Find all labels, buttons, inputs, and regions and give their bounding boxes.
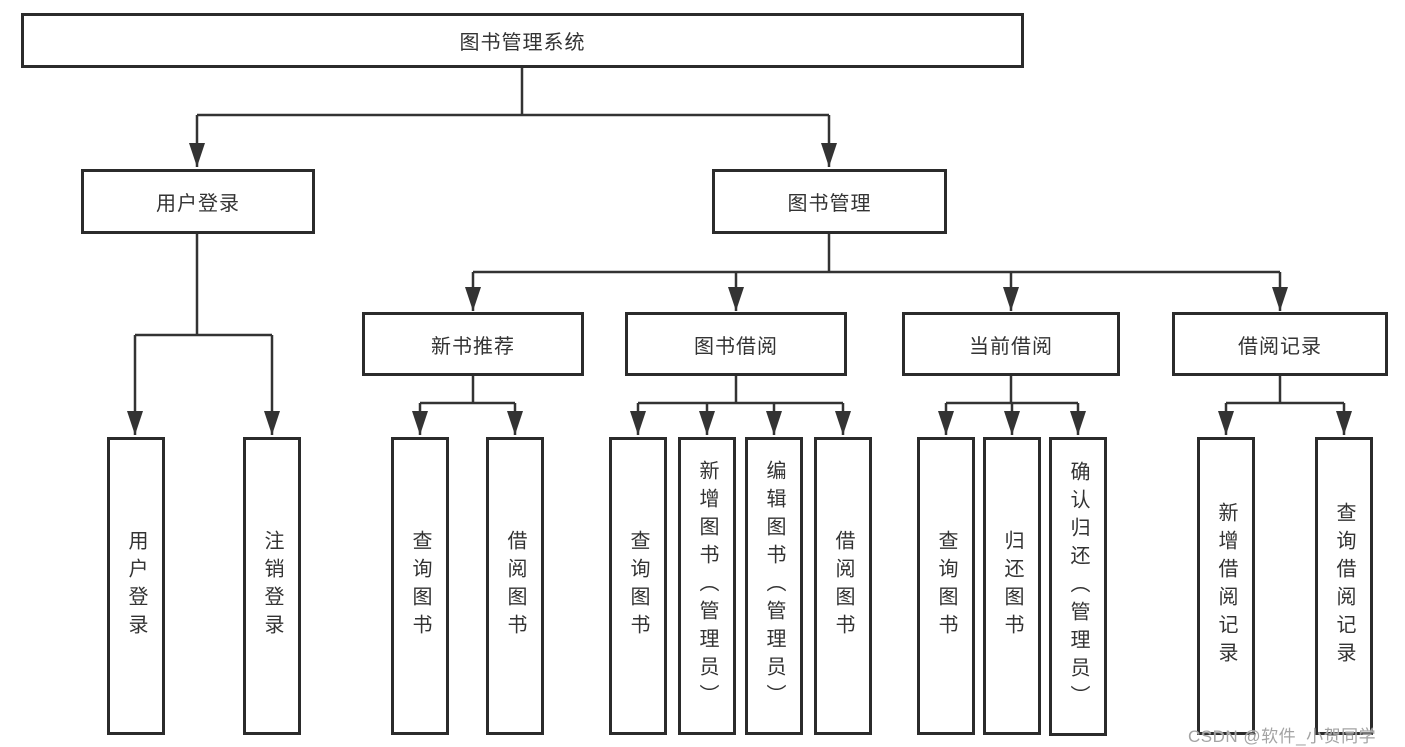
node-leaf-add-book-admin: 新增图书（管理员） [678,437,736,735]
node-leaf-borrow-book-1: 借阅图书 [486,437,544,735]
node-label: 确认归还（管理员） [1067,460,1089,713]
node-leaf-query-book-1: 查询图书 [391,437,449,735]
node-current-borrow: 当前借阅 [902,312,1120,376]
node-leaf-return-book: 归还图书 [983,437,1041,735]
node-system-root: 图书管理系统 [21,13,1024,68]
node-label: 新增图书（管理员） [696,460,718,712]
node-label: 查询图书 [935,530,957,642]
node-new-book-recommend: 新书推荐 [362,312,584,376]
csdn-watermark: CSDN @软件_小贺同学 [1188,727,1377,746]
node-label: 查询图书 [627,530,649,642]
node-leaf-edit-book-admin: 编辑图书（管理员） [745,437,803,735]
node-leaf-user-login: 用户登录 [107,437,165,735]
node-label: 新增借阅记录 [1215,502,1237,670]
node-label: 归还图书 [1001,530,1023,642]
node-label: 查询图书 [409,530,431,642]
node-book-borrow: 图书借阅 [625,312,847,376]
node-leaf-query-book-3: 查询图书 [917,437,975,735]
node-leaf-query-book-2: 查询图书 [609,437,667,735]
node-user-login-branch: 用户登录 [81,169,315,234]
node-book-manage-branch: 图书管理 [712,169,947,234]
node-leaf-query-borrow-record: 查询借阅记录 [1315,437,1373,735]
node-label: 编辑图书（管理员） [763,460,785,712]
node-leaf-add-borrow-record: 新增借阅记录 [1197,437,1255,735]
node-borrow-record: 借阅记录 [1172,312,1388,376]
node-leaf-logout: 注销登录 [243,437,301,735]
node-leaf-borrow-book-2: 借阅图书 [814,437,872,735]
node-label: 注销登录 [261,530,283,642]
node-leaf-confirm-return-admin: 确认归还（管理员） [1049,437,1107,736]
node-label: 借阅图书 [504,530,526,642]
node-label: 查询借阅记录 [1333,502,1355,670]
node-label: 用户登录 [125,530,147,642]
node-label: 借阅图书 [832,530,854,642]
